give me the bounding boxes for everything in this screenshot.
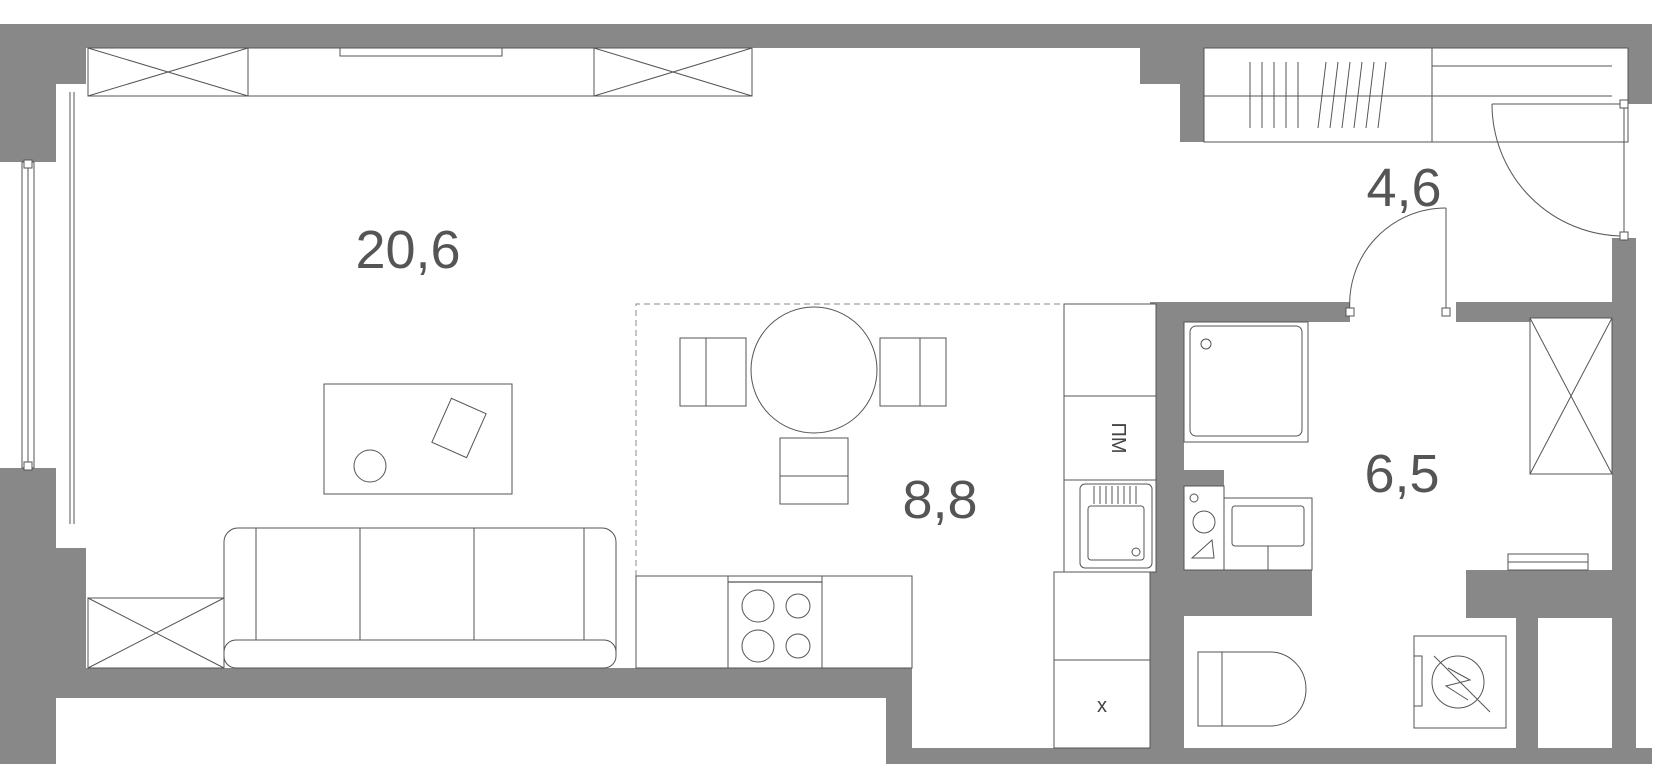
dining-zone-boundary	[635, 303, 1156, 576]
chair-icon	[353, 449, 387, 483]
bathroom-sink	[1223, 497, 1313, 571]
burner-icon	[785, 593, 811, 619]
sofa	[223, 527, 617, 669]
wall-wardrobe-left	[1180, 48, 1204, 142]
wall-bath-top-right	[1456, 302, 1612, 322]
wall-cabinet-top	[87, 47, 753, 97]
kitchen-counter-bottom	[635, 575, 913, 669]
cooktop	[727, 575, 823, 669]
walls	[0, 24, 1652, 764]
burner-icon	[741, 589, 775, 623]
kitchen-area: 8,8	[902, 470, 977, 530]
towel-rail	[1507, 553, 1589, 571]
toilet	[1197, 651, 1307, 727]
fridge-label: ПМ	[1107, 422, 1129, 453]
wall-wc-top-right	[1466, 570, 1612, 618]
wall-wc-divider	[1516, 618, 1538, 748]
laptop-icon	[431, 397, 487, 459]
wall-left-bottom	[0, 468, 56, 764]
burner-icon	[785, 633, 811, 659]
shower-tray	[1183, 321, 1309, 443]
wall-bottom-right	[886, 748, 1652, 764]
wall-bottom-living	[0, 668, 912, 698]
wall-left-bottom-inner	[56, 548, 86, 668]
hall-wardrobe	[1203, 47, 1629, 143]
wall-left-top	[0, 24, 56, 162]
kitchen-counter-right: ПМ x	[1053, 303, 1157, 749]
bathroom-door	[1345, 207, 1451, 317]
bathroom-area: 6,5	[1364, 444, 1439, 504]
dining-set	[679, 306, 947, 505]
sink-drain-lines	[1093, 486, 1137, 504]
wall-left-top-inner	[56, 48, 86, 84]
desk	[323, 383, 513, 495]
entrance-door	[1491, 99, 1629, 241]
hangers	[1249, 61, 1387, 129]
wall-top	[0, 24, 1640, 48]
bath-cabinet	[1529, 317, 1613, 475]
wall-right-bottom	[1612, 238, 1636, 764]
living-room-area: 20,6	[355, 220, 460, 280]
round-table	[750, 306, 878, 434]
burner-icon	[741, 629, 775, 663]
corner-cabinet	[87, 597, 225, 669]
washing-machine	[1183, 485, 1225, 571]
wall-right-top	[1628, 24, 1652, 104]
window-left	[21, 92, 75, 524]
appliance-label: x	[1097, 695, 1107, 717]
hall-area: 4,6	[1366, 158, 1441, 218]
water-heater	[1413, 635, 1507, 729]
wall-bath-top-left	[1150, 302, 1350, 322]
fridge	[1063, 395, 1157, 481]
wall-wc-top-left	[1184, 570, 1312, 616]
